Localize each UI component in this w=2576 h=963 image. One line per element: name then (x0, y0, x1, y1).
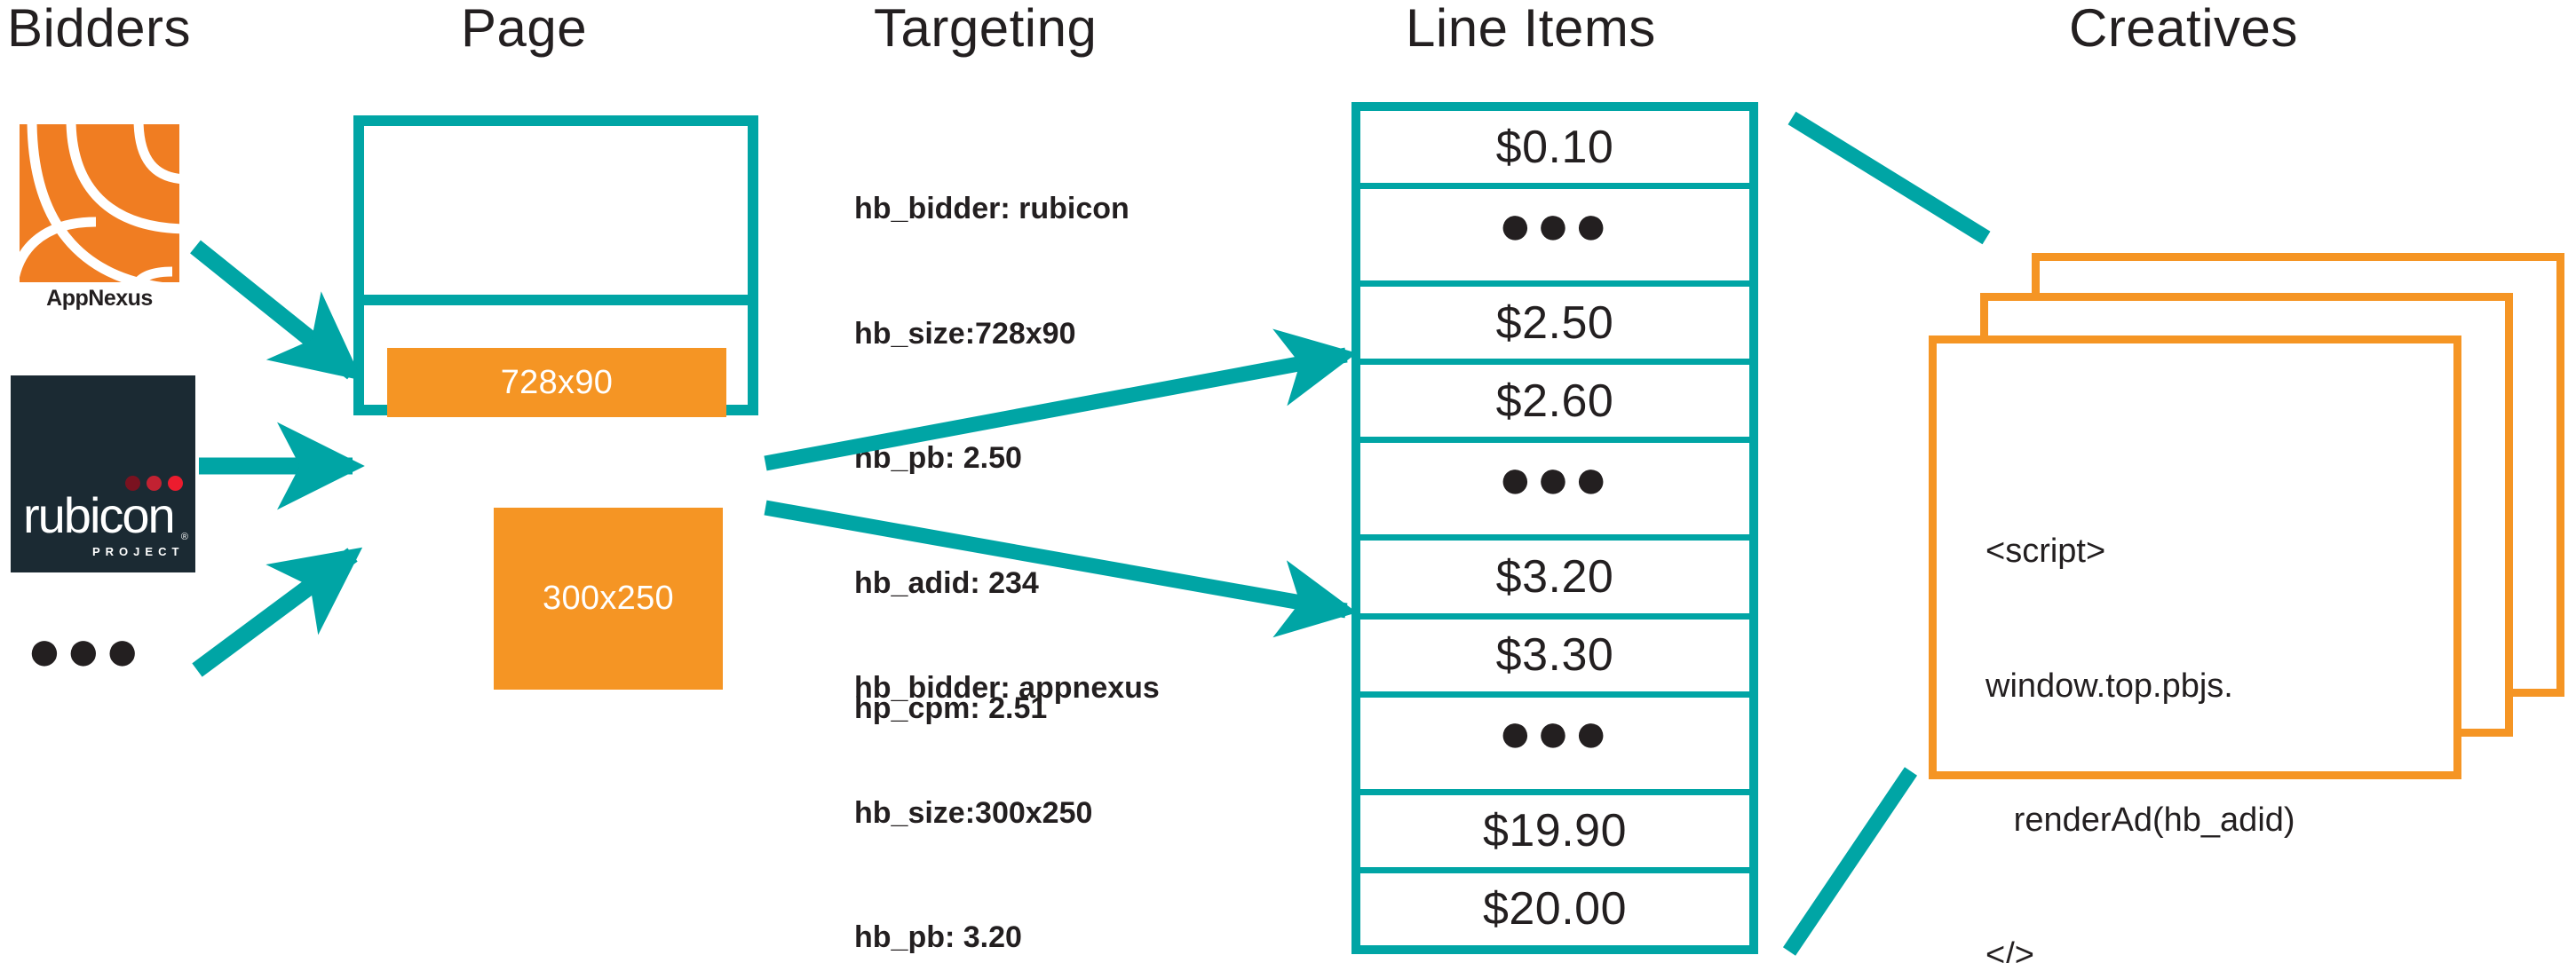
line-item-row: ●●● (1360, 698, 1749, 795)
creative-code-line: </> (1986, 935, 2034, 963)
rubicon-project-logo-icon: rubicon ® PROJECT (11, 375, 195, 572)
rubicon-registered-icon: ® (180, 532, 188, 542)
line-item-row[interactable]: $3.20 (1360, 541, 1749, 620)
rubicon-subtitle: PROJECT (92, 545, 185, 558)
targeting-line: hb_pb: 3.20 (854, 920, 1022, 955)
line-item-row: ●●● (1360, 443, 1749, 541)
targeting-line: hp_cpm: 2.51 (854, 691, 1048, 725)
connector-line-items-to-creatives-top (1787, 111, 1991, 245)
creative-code-line: renderAd(hb_adid) (1986, 801, 2295, 840)
appnexus-logo-icon (20, 124, 179, 282)
arrow-other-bidders-to-page (192, 547, 363, 677)
arrow-appnexus-to-page (190, 240, 362, 381)
rubicon-dots (125, 476, 183, 491)
bidder-appnexus[interactable]: AppNexus (20, 124, 179, 312)
bidder-rubicon[interactable]: rubicon ® PROJECT (11, 375, 195, 572)
targeting-line: hb_bidder: rubicon (854, 191, 1129, 225)
rubicon-wordmark: rubicon (23, 487, 176, 543)
targeting-line: hb_bidder: appnexus (854, 670, 1160, 705)
targeting-block-appnexus: hb_bidder: appnexus hb_size:300x250 hb_p… (854, 584, 1160, 963)
line-item-row[interactable]: $2.60 (1360, 365, 1749, 444)
rubicon-dot-1 (125, 476, 140, 491)
line-item-row: ●●● (1360, 189, 1749, 288)
line-item-row[interactable]: $20.00 (1482, 883, 1628, 935)
column-heading-lineitems: Line Items (1406, 0, 1656, 58)
column-heading-page: Page (461, 0, 588, 58)
creative-code-snippet: <script> window.top.pbjs. renderAd(hb_ad… (1986, 439, 2447, 963)
page-header-divider (353, 295, 758, 305)
rubicon-dot-2 (147, 476, 162, 491)
targeting-line: hb_size:300x250 (854, 795, 1093, 830)
line-item-row[interactable]: $2.50 (1360, 287, 1749, 366)
targeting-line: hb_size:728x90 (854, 316, 1076, 351)
ad-slot-300x250[interactable]: 300x250 (494, 508, 723, 690)
creative-card-front[interactable] (1929, 335, 2461, 779)
targeting-line: hb_pb: 2.50 (854, 441, 1022, 476)
column-heading-bidders: Bidders (7, 0, 191, 58)
bidders-more-ellipsis: ●●● (27, 617, 144, 683)
line-items-table: $0.10 ●●● $2.50 $2.60 ●●● $3.20 $3.30 ●●… (1351, 102, 1758, 954)
column-heading-creatives: Creatives (2069, 0, 2298, 58)
creative-code-line: <script> (1986, 533, 2106, 571)
creative-code-line: window.top.pbjs. (1986, 667, 2233, 705)
appnexus-label: AppNexus (46, 286, 153, 311)
ad-slot-728x90[interactable]: 728x90 (387, 348, 726, 417)
line-item-row[interactable]: $19.90 (1360, 795, 1749, 873)
rubicon-dot-3 (168, 476, 183, 491)
connector-line-items-to-creatives-bottom (1782, 767, 1918, 956)
column-heading-targeting: Targeting (874, 0, 1098, 58)
line-item-row[interactable]: $0.10 (1360, 111, 1749, 190)
line-item-row[interactable]: $3.30 (1360, 620, 1749, 698)
